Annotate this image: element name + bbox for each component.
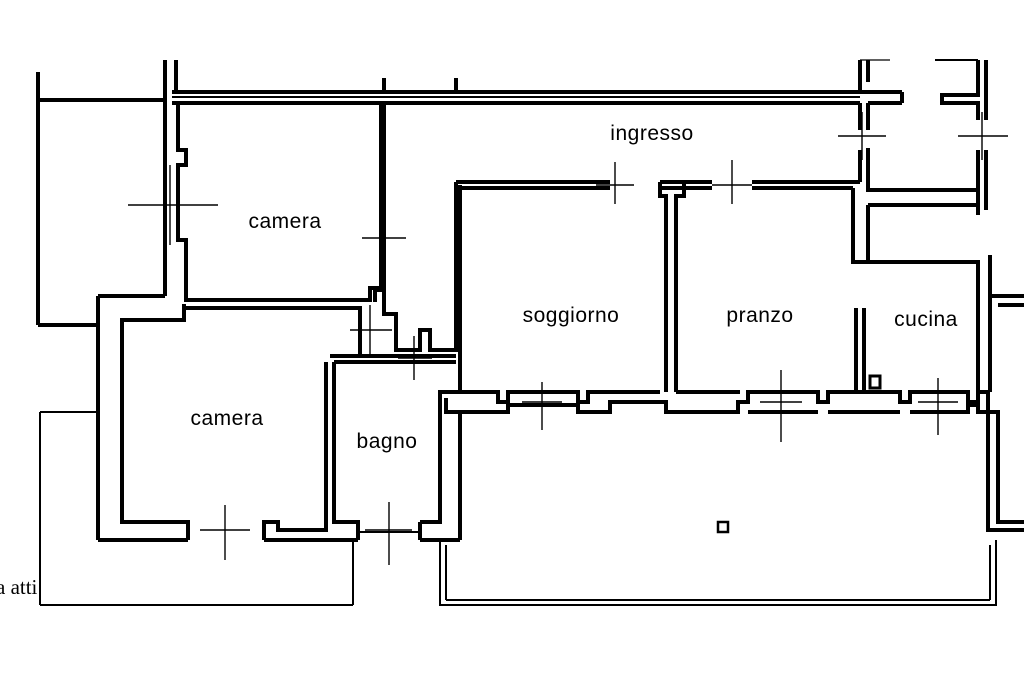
room-label-camera-top: camera xyxy=(248,210,321,233)
terrace-walls xyxy=(439,390,1024,606)
room-label-cucina: cucina xyxy=(894,308,958,331)
room-label-bagno: bagno xyxy=(357,430,418,453)
door-opening-marks xyxy=(128,112,1008,565)
living-dining-walls xyxy=(658,103,980,392)
cucina-walls xyxy=(854,203,992,392)
bagno-walls xyxy=(330,354,460,542)
camera-top-walls xyxy=(176,103,386,302)
room-label-ingresso: ingresso xyxy=(610,122,693,145)
room-label-pranzo: pranzo xyxy=(726,304,793,327)
right-upper-walls xyxy=(935,59,1024,307)
left-exterior-walls xyxy=(36,72,354,606)
corner-caption: a atti xyxy=(0,575,38,599)
room-label-soggiorno: soggiorno xyxy=(523,304,620,327)
top-corridor-walls xyxy=(163,59,904,105)
camera-bottom-walls xyxy=(120,304,362,542)
room-label-camera-bottom: camera xyxy=(190,407,263,430)
central-corridor-walls xyxy=(382,180,610,390)
